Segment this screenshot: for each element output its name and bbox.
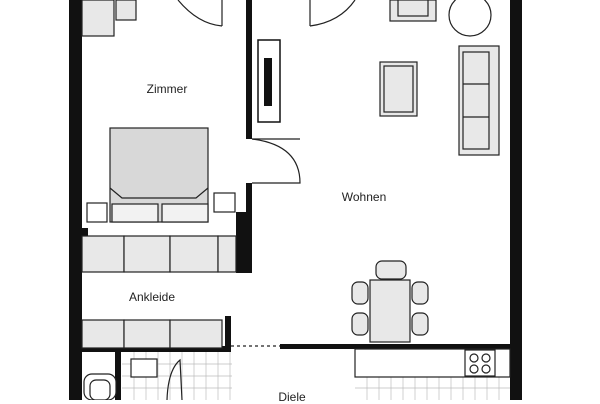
outer-wall-left xyxy=(69,0,82,400)
bed-icon xyxy=(86,127,236,223)
partition-wall-lower xyxy=(246,183,252,273)
outer-wall-right xyxy=(510,0,522,400)
tiled-floor xyxy=(122,352,510,400)
ankleide-door-jamb xyxy=(225,316,231,352)
bath-wall xyxy=(115,352,121,400)
coffee-table-icon xyxy=(379,61,418,117)
wardrobe-upper xyxy=(81,235,237,273)
room-label-diele: Diele xyxy=(278,390,306,404)
wardrobe-wall xyxy=(236,212,248,273)
bathtub-icon xyxy=(83,373,117,400)
washbasin-icon xyxy=(130,358,158,378)
wardrobe-lower xyxy=(81,319,223,349)
dining-table-icon xyxy=(351,260,429,343)
fireplace-icon xyxy=(257,39,281,123)
room-label-wohnen: Wohnen xyxy=(341,190,387,204)
round-table-icon xyxy=(448,0,492,37)
armchair-icon xyxy=(389,0,437,22)
partition-wall-upper xyxy=(246,0,252,139)
walls xyxy=(69,0,522,400)
desk-icon xyxy=(81,0,137,37)
diele-wall-left xyxy=(82,346,228,352)
diele-wall-right xyxy=(280,344,510,349)
stove-icon xyxy=(464,349,496,377)
sofa-icon xyxy=(458,45,500,156)
room-label-zimmer: Zimmer xyxy=(146,82,188,96)
room-label-ankleide: Ankleide xyxy=(128,290,176,304)
door-swing-icon xyxy=(166,0,356,400)
